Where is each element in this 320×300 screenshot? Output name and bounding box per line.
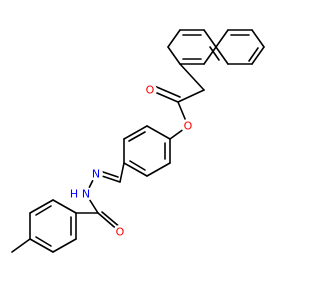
bond [167,46,181,65]
bond [251,29,265,48]
bond [29,199,54,214]
bond [167,29,181,48]
bond [215,29,229,48]
imine-nitrogen: N [89,167,103,181]
molecule-structure-diagram: O O O N N H [11,29,265,253]
bond [52,238,77,253]
atom-label-n2: N [82,188,90,201]
bond [203,46,217,65]
bonds [11,29,265,253]
bond [177,89,205,103]
bond [203,29,217,48]
amide-nitrogen: N H [69,187,93,201]
structure-canvas: O O O N N H [11,29,265,253]
bond [123,162,148,177]
amide-oxygen: O [113,225,127,239]
bond [151,84,181,98]
carbonyl-oxygen: O [143,83,157,97]
bond [35,205,52,216]
bond [29,238,54,253]
bond [101,211,122,229]
bond [251,46,265,65]
atom-label-o-carbonyl: O [146,84,155,97]
bond [11,238,31,253]
bond [129,160,146,171]
bond [128,131,146,142]
atom-label-o-amide: O [116,226,125,239]
atom-labels: O O O N N H [69,83,195,239]
bond [248,47,259,62]
bond [123,125,148,140]
bond [146,162,171,177]
atom-label-n1: N [92,168,100,181]
bond [179,63,205,91]
bond [146,125,171,140]
atom-label-o-ester: O [184,120,193,133]
bond [119,162,125,183]
bond [209,46,220,61]
ester-oxygen: O [181,119,195,133]
bond [52,199,77,214]
atom-label-h: H [70,188,78,201]
bond [215,46,229,65]
bond [35,236,52,247]
